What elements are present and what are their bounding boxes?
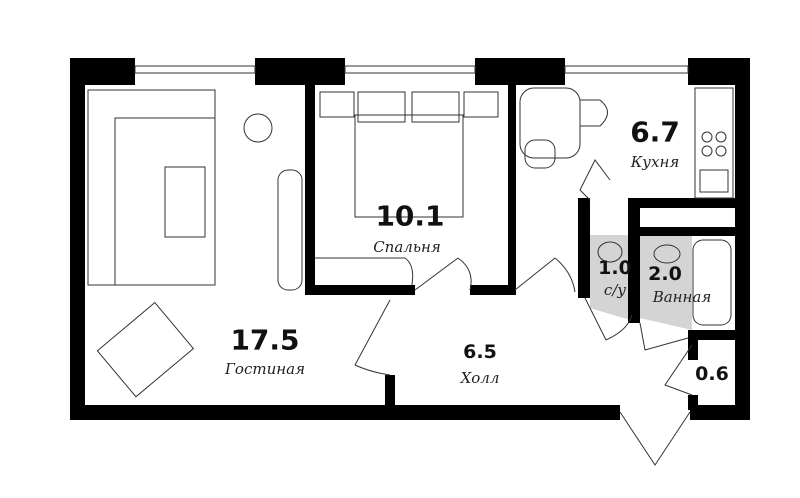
living-room-label: Гостиная [224, 360, 306, 378]
closet-area: 0.6 [695, 363, 729, 385]
hall-area: 6.5 [463, 341, 497, 363]
toilet-label: с/у [603, 281, 627, 299]
kitchen-area: 6.7 [630, 115, 680, 149]
windows [134, 65, 689, 74]
living-room-area: 17.5 [230, 323, 300, 357]
toilet-area: 1.0 [598, 257, 632, 279]
bedroom-area: 10.1 [375, 199, 445, 233]
doors [354, 159, 693, 466]
bathroom-label: Ванная [652, 288, 712, 306]
walls [70, 58, 750, 420]
furniture [87, 87, 734, 398]
hall-label: Холл [460, 369, 500, 387]
kitchen-label: Кухня [630, 153, 680, 171]
bedroom-label: Спальня [373, 238, 441, 256]
bathroom-tile-floor [640, 235, 692, 330]
bathroom-tile-floor [590, 235, 630, 320]
bathroom-area: 2.0 [648, 263, 682, 285]
